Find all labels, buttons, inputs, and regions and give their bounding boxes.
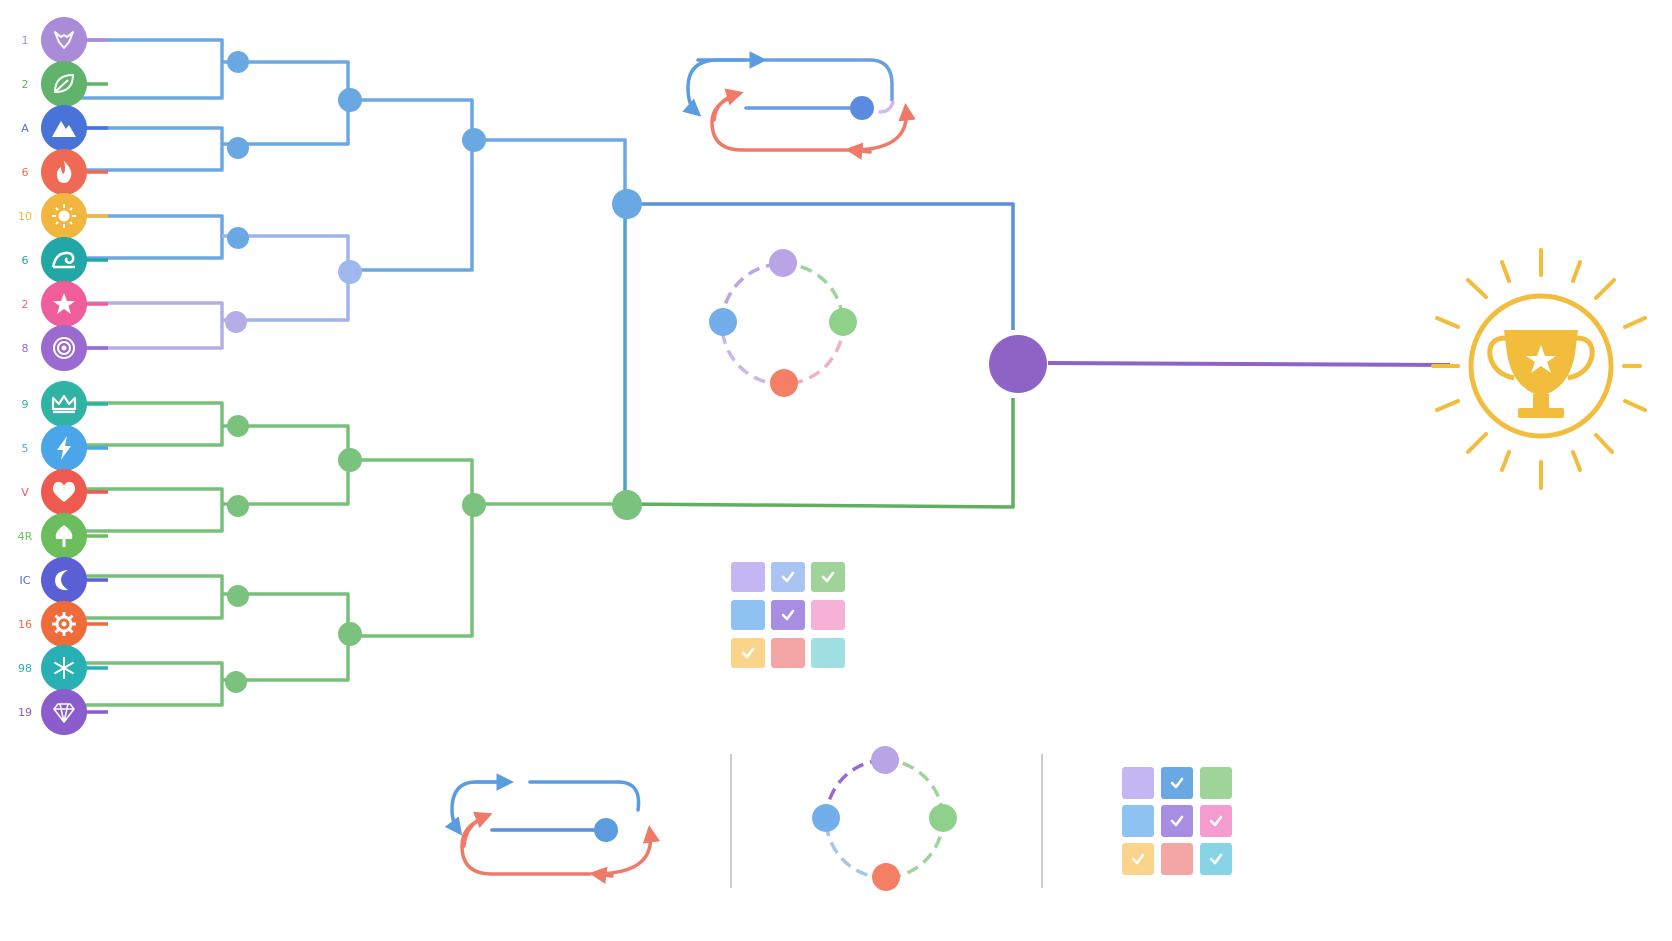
trophy-icon xyxy=(1431,248,1647,490)
round-robin-node xyxy=(871,746,899,774)
match-node xyxy=(227,227,249,249)
bracket-nodes xyxy=(225,51,1047,693)
participant-12: 4R xyxy=(18,513,108,559)
cycle-node xyxy=(850,96,874,120)
match-node xyxy=(462,128,486,152)
seed-label: 4R xyxy=(18,530,33,543)
match-node xyxy=(338,448,362,472)
sun-icon xyxy=(52,204,76,228)
crown-icon xyxy=(51,394,77,414)
seed-label: A xyxy=(21,122,29,135)
mountain-icon xyxy=(52,121,76,137)
participant-badge xyxy=(41,381,87,427)
round-robin-node xyxy=(929,804,957,832)
match-node xyxy=(227,137,249,159)
seed-label: 1 xyxy=(22,34,29,47)
seed-label: 19 xyxy=(18,706,32,719)
star-icon xyxy=(53,293,75,314)
participant-9: 9 xyxy=(22,381,108,427)
participant-2: 2 xyxy=(22,61,108,107)
match-node xyxy=(227,415,249,437)
participant-badge xyxy=(41,149,87,195)
moon-icon xyxy=(55,570,68,591)
participant-6: 6 xyxy=(22,237,108,283)
match-node xyxy=(338,622,362,646)
participant-5: 10 xyxy=(18,193,108,239)
round-robin-node xyxy=(812,804,840,832)
tree-icon xyxy=(55,525,73,547)
seed-label: V xyxy=(21,486,29,499)
target-icon xyxy=(53,337,75,359)
participant-badge xyxy=(41,689,87,735)
participant-11: V xyxy=(21,469,108,515)
seed-label: 8 xyxy=(22,342,29,355)
participant-3: A xyxy=(21,105,108,151)
match-node xyxy=(227,495,249,517)
wolf-icon xyxy=(54,31,74,49)
seed-label: 16 xyxy=(18,618,32,631)
center-round-robin xyxy=(720,262,845,386)
round-robin-node xyxy=(770,369,798,397)
round-robin-node xyxy=(829,308,857,336)
match-node xyxy=(225,311,247,333)
heart-icon xyxy=(52,481,76,502)
legend-round-robin xyxy=(824,758,945,880)
legend-cycle-loop xyxy=(444,773,661,884)
wave-icon xyxy=(51,251,75,269)
match-node xyxy=(338,260,362,284)
participant-4: 6 xyxy=(22,149,108,195)
seed-label: 6 xyxy=(22,166,29,179)
participant-7: 2 xyxy=(22,281,108,327)
participant-14: 16 xyxy=(18,601,108,647)
seed-label: 9 xyxy=(22,398,29,411)
snowflake-icon xyxy=(53,657,75,679)
participant-16: 19 xyxy=(18,689,108,735)
semifinal-node xyxy=(612,490,642,520)
seed-label: 6 xyxy=(22,254,29,267)
match-node xyxy=(225,671,247,693)
seed-label: IC xyxy=(20,574,31,587)
semifinal-node xyxy=(612,189,642,219)
lightning-icon xyxy=(57,436,71,460)
round-robin-node xyxy=(709,308,737,336)
participant-badge xyxy=(41,557,87,603)
top-cycle-loop xyxy=(682,51,916,160)
cycle-node xyxy=(594,818,618,842)
participant-10: 5 xyxy=(22,425,108,471)
leaf-icon xyxy=(53,73,75,94)
bracket-lines xyxy=(80,38,1451,707)
participant-1: 1 xyxy=(22,17,108,63)
seed-label: 2 xyxy=(22,78,29,91)
gear-icon xyxy=(52,612,76,636)
round-robin-node xyxy=(769,249,797,277)
match-node xyxy=(462,493,486,517)
match-node xyxy=(227,51,249,73)
seed-label: 2 xyxy=(22,298,29,311)
seed-label: 98 xyxy=(18,662,32,675)
seed-label: 10 xyxy=(18,210,32,223)
participant-badge xyxy=(41,237,87,283)
center-checklist-grid xyxy=(731,562,845,668)
participant-15: 98 xyxy=(18,645,108,691)
legend-checklist-grid xyxy=(1122,767,1232,875)
seed-label: 5 xyxy=(22,442,29,455)
match-node xyxy=(338,88,362,112)
participant-13: IC xyxy=(20,557,108,603)
diamond-icon xyxy=(53,703,75,723)
final-node xyxy=(989,335,1047,393)
flame-icon xyxy=(56,161,72,183)
participant-badge xyxy=(41,17,87,63)
round-robin-node xyxy=(872,863,900,891)
participant-8: 8 xyxy=(22,325,108,371)
match-node xyxy=(227,585,249,607)
